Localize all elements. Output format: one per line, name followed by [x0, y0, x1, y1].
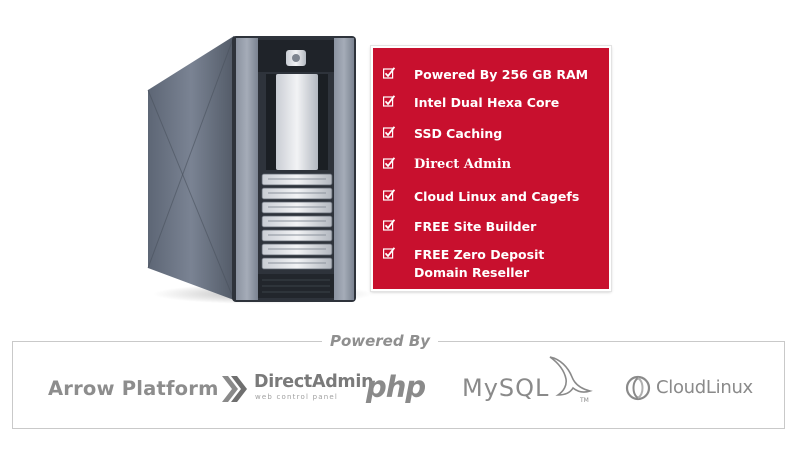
directadmin-name: DirectAdmin — [254, 372, 374, 392]
php-logo: php — [366, 370, 426, 404]
feature-label: Intel Dual Hexa Core — [414, 95, 560, 110]
feature-label: SSD Caching — [414, 126, 503, 141]
cloudlinux-wordmark: CloudLinux — [656, 377, 753, 398]
directadmin-chevron-icon — [222, 376, 247, 402]
arrow-platform-logo: Arrow Platform — [48, 377, 219, 400]
checkbox-checked-icon — [383, 157, 395, 169]
list-item: Direct Admin — [383, 156, 601, 174]
list-item: FREE Zero Deposit Domain Reseller — [383, 246, 601, 282]
mysql-logo: MySQL TM — [462, 355, 602, 405]
list-item: Cloud Linux and Cagefs — [383, 188, 601, 206]
server-tower-icon — [147, 35, 373, 304]
cloudlinux-logo: CloudLinux — [624, 374, 759, 404]
cloudlinux-swirl-icon — [625, 375, 651, 401]
feature-label: Powered By 256 GB RAM — [414, 67, 589, 82]
list-item: SSD Caching — [383, 125, 601, 143]
dolphin-icon: TM — [549, 356, 593, 404]
mysql-tm: TM — [579, 397, 589, 404]
checkbox-checked-icon — [383, 247, 395, 259]
list-item: FREE Site Builder — [383, 218, 601, 236]
checkbox-checked-icon — [383, 126, 395, 138]
feature-label: FREE Zero Deposit Domain Reseller — [414, 247, 545, 280]
powered-by-title: Powered By — [322, 331, 438, 351]
checkbox-checked-icon — [383, 189, 395, 201]
checkbox-checked-icon — [383, 67, 395, 79]
directadmin-tagline: web control panel — [255, 393, 339, 401]
feature-list: Powered By 256 GB RAM Intel Dual Hexa Co… — [371, 46, 611, 291]
mysql-wordmark: MySQL — [462, 374, 550, 402]
server-tower-illustration — [128, 28, 373, 308]
feature-label: FREE Site Builder — [414, 219, 537, 234]
directadmin-logo: DirectAdmin web control panel — [220, 372, 374, 406]
checkbox-checked-icon — [383, 219, 395, 231]
checkbox-checked-icon — [383, 95, 395, 107]
feature-label: Direct Admin — [414, 157, 512, 172]
list-item: Intel Dual Hexa Core — [383, 94, 601, 112]
list-item: Powered By 256 GB RAM — [383, 66, 601, 84]
feature-label: Cloud Linux and Cagefs — [414, 189, 580, 204]
